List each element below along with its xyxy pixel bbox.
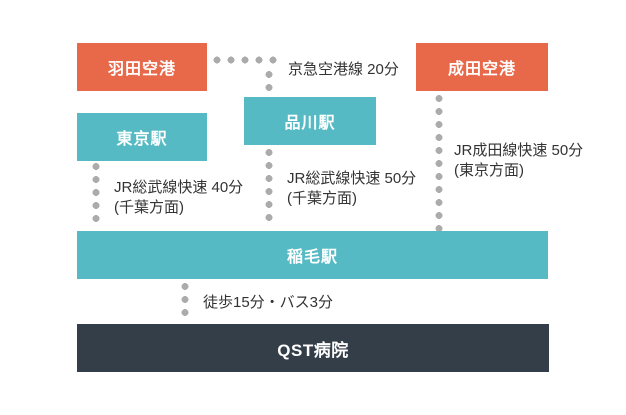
node-inage-station: 稲毛駅: [77, 231, 548, 279]
node-qst-hospital: QST病院: [77, 324, 549, 372]
label-narita-line-rapid: JR成田線快速 50分 (東京方面): [454, 141, 583, 181]
connector-tokyo-inage: [92, 160, 100, 226]
connector-shinagawa-inage: [265, 146, 273, 225]
label-line-1: JR成田線快速 50分: [454, 142, 584, 159]
connector-haneda-shinagawa-horizontal: [210, 56, 280, 64]
connector-inage-qst: [181, 280, 189, 320]
label-line-2: (千葉方面): [114, 199, 184, 216]
node-tokyo-station: 東京駅: [77, 113, 207, 161]
label-line-2: (千葉方面): [287, 190, 357, 207]
label-line-1: JR総武線快速 50分: [287, 170, 417, 187]
label-sobu-rapid-from-tokyo: JR総武線快速 40分 (千葉方面): [114, 178, 243, 218]
label-line-1: JR総武線快速 40分: [114, 179, 244, 196]
connector-narita-inage: [435, 92, 443, 235]
label-line-2: (東京方面): [454, 162, 524, 179]
label-sobu-rapid-from-shinagawa: JR総武線快速 50分 (千葉方面): [287, 169, 416, 209]
node-shinagawa-station: 品川駅: [244, 97, 376, 145]
node-narita-airport: 成田空港: [416, 43, 548, 91]
label-walk-bus: 徒歩15分・バス3分: [203, 294, 334, 311]
node-haneda-airport: 羽田空港: [77, 43, 207, 91]
label-keikyu-line: 京急空港線 20分: [288, 61, 399, 78]
connector-haneda-shinagawa-vertical: [265, 68, 273, 95]
